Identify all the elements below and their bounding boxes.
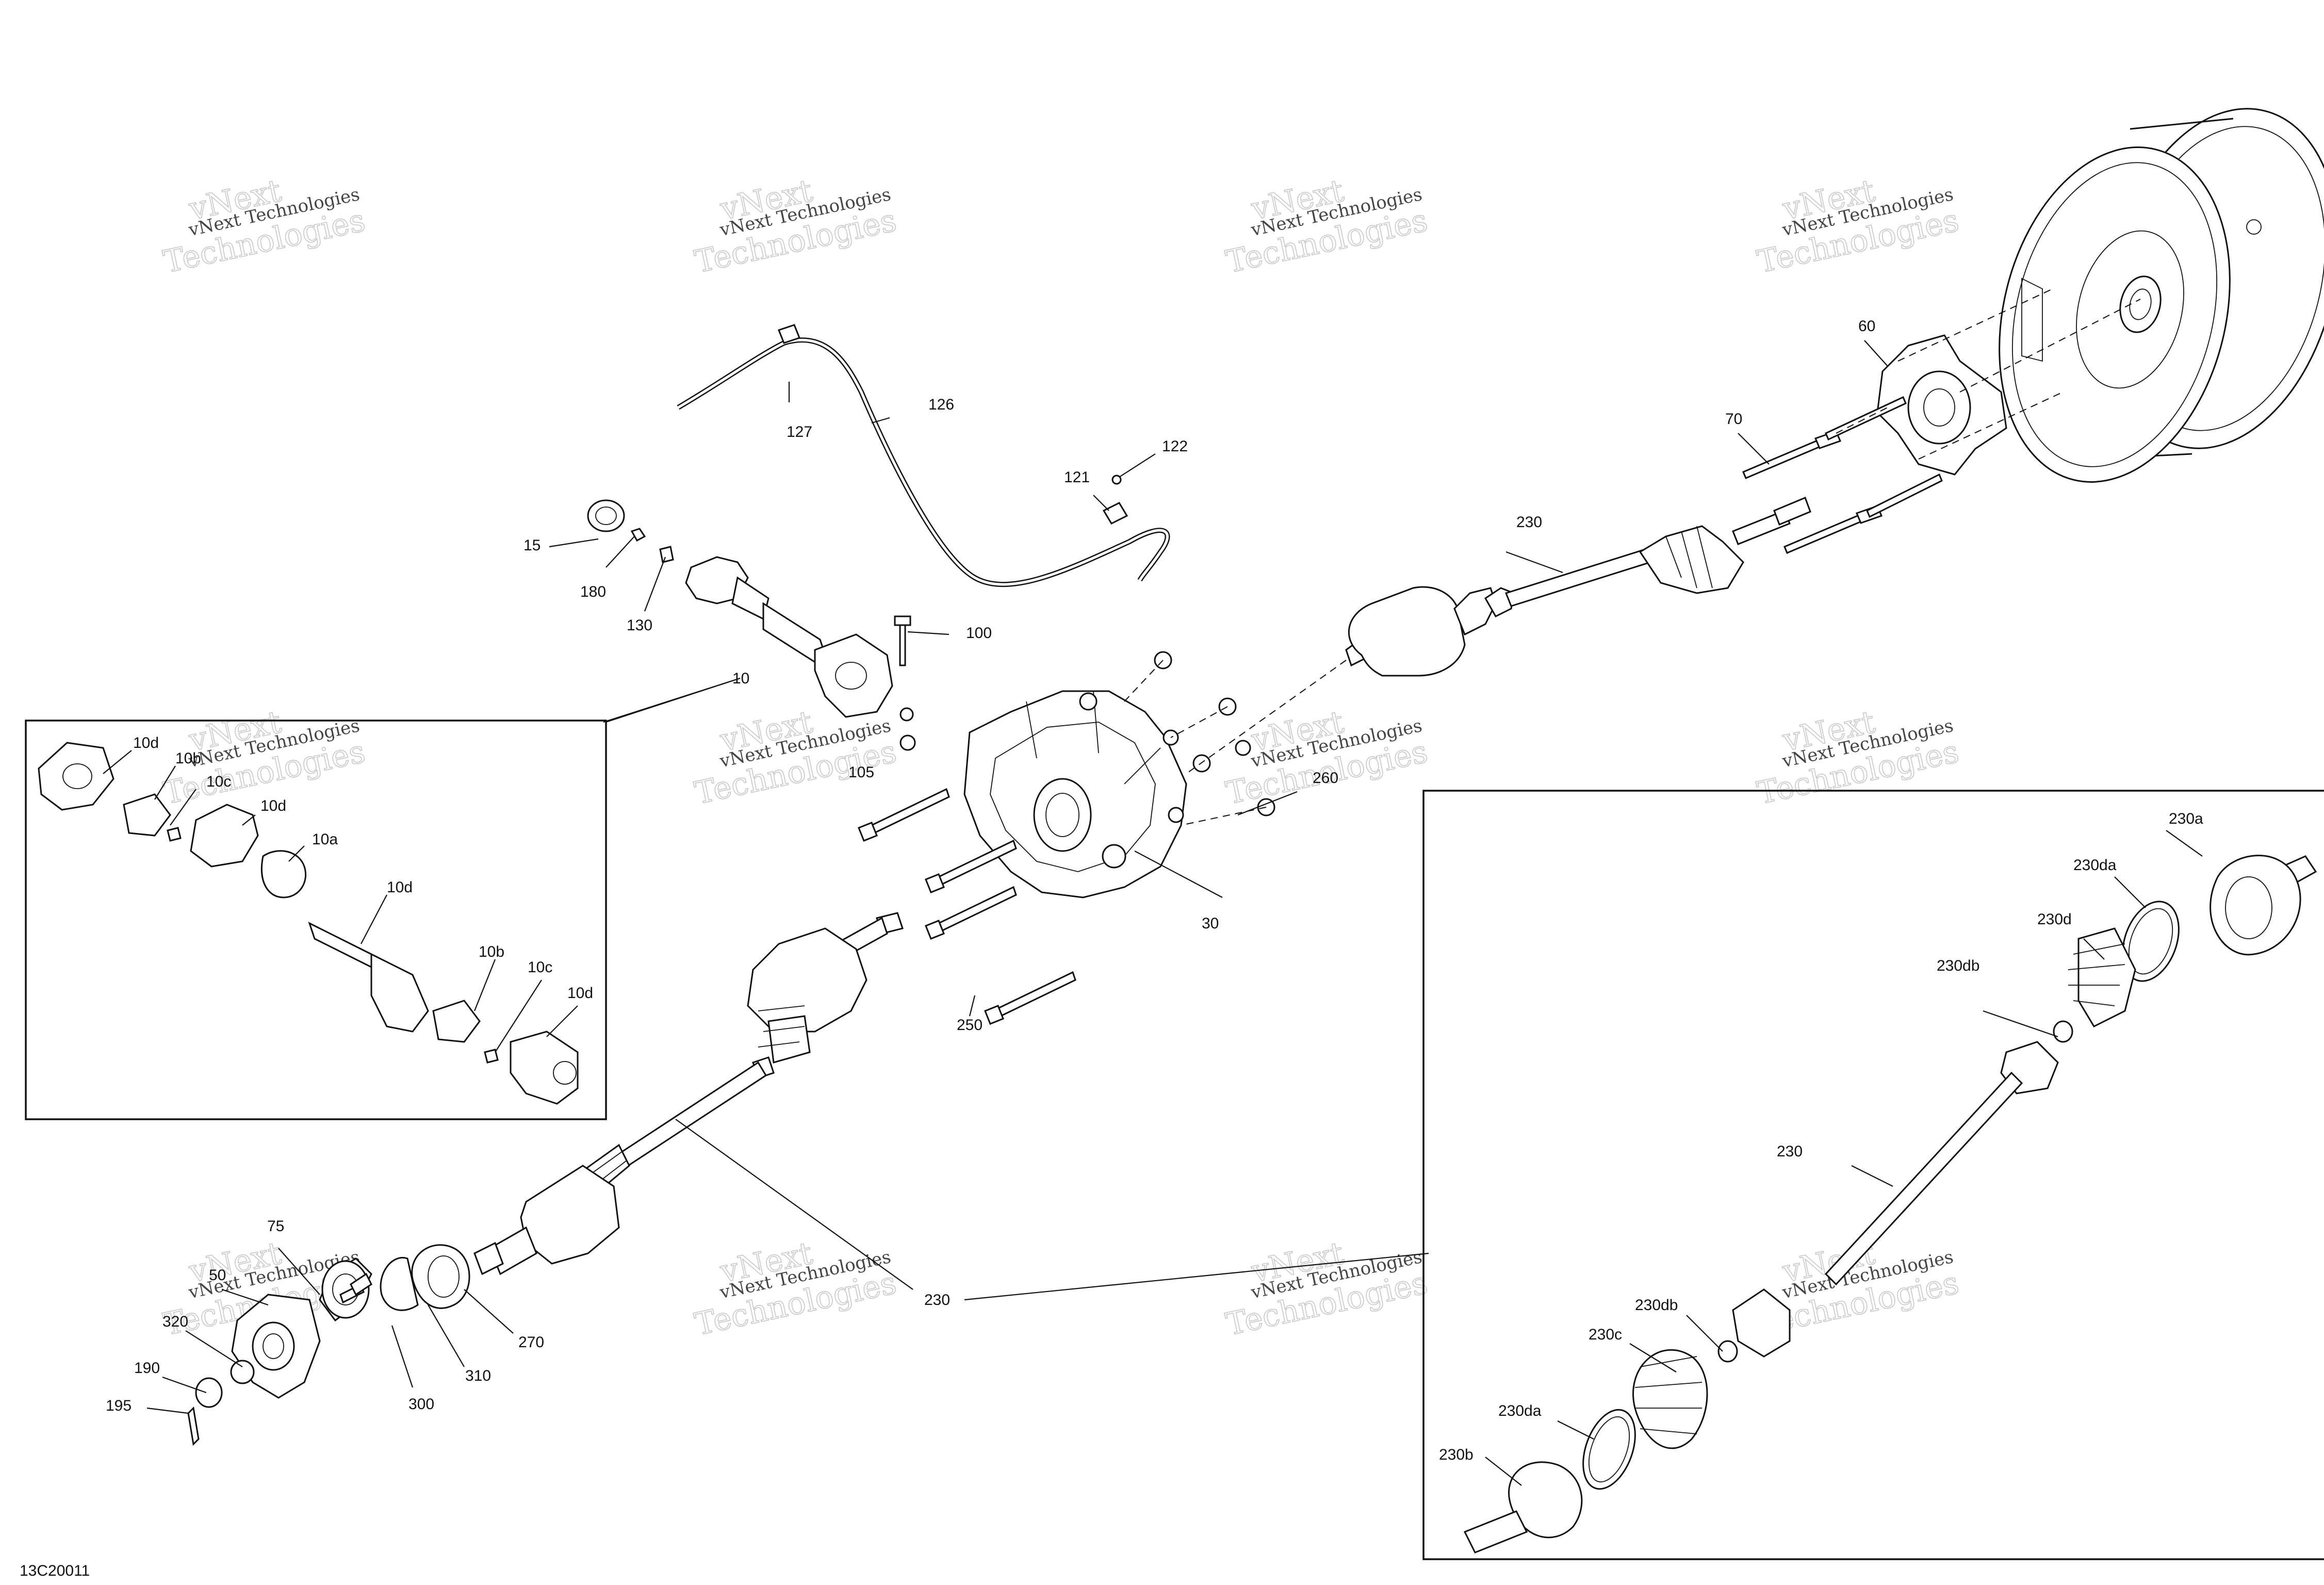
callout-70: 70: [1725, 411, 1742, 428]
callout-130: 130: [627, 617, 652, 634]
inset-cv-axle-detail: [1422, 790, 2324, 1560]
callout-50: 50: [209, 1267, 226, 1284]
callout-320: 320: [162, 1313, 188, 1330]
leader-lines: [146, 340, 1888, 1414]
callout-310: 310: [465, 1367, 491, 1384]
callout-122: 122: [1162, 438, 1188, 455]
callout-labels: 126 127 122 121 15 180 130 100 10 105 26…: [20, 318, 2203, 1579]
callout-10d-c: 10d: [387, 879, 413, 896]
drive-shaft-upper: [1345, 497, 1811, 677]
callout-10c-b: 10c: [528, 959, 552, 976]
prop-shaft: [587, 499, 914, 722]
watermark: vNext vNext Technologies Technologies: [691, 1235, 900, 1343]
wheel-studs: [1742, 396, 1943, 554]
callout-60: 60: [1858, 318, 1875, 335]
differential-housing: [963, 690, 1187, 898]
callout-75: 75: [267, 1218, 284, 1235]
callout-10c-a: 10c: [206, 773, 231, 790]
callout-10d-d: 10d: [567, 985, 593, 1002]
callout-250: 250: [957, 1017, 983, 1034]
callout-190: 190: [134, 1360, 160, 1377]
callout-195: 195: [106, 1397, 132, 1414]
drive-shaft-lower: [473, 912, 904, 1276]
callout-121: 121: [1064, 469, 1090, 486]
callout-100: 100: [966, 625, 992, 642]
callout-105: 105: [848, 764, 874, 781]
callout-10d-b: 10d: [260, 797, 286, 814]
callout-10: 10: [732, 670, 749, 687]
callout-230b: 230b: [1439, 1446, 1474, 1463]
watermark: vNext vNext Technologies Technologies: [1754, 704, 1962, 812]
callout-127: 127: [787, 423, 812, 440]
vent-hose: [677, 324, 1170, 587]
callout-126: 126: [928, 396, 954, 413]
callout-10b-a: 10b: [175, 750, 201, 767]
watermark: vNext vNext Technologies Technologies: [1222, 172, 1431, 281]
callout-230a: 230a: [2169, 810, 2203, 827]
document-id: 13C20011: [20, 1562, 90, 1579]
callout-230db-a: 230db: [1937, 957, 1979, 974]
callout-230-upper: 230: [1516, 514, 1542, 531]
callout-30: 30: [1202, 915, 1219, 932]
callout-10a: 10a: [312, 831, 338, 848]
watermark-group: vNext vNext Technologies Technologies vN…: [160, 172, 1962, 1343]
hub-bearing-assembly: [187, 1244, 470, 1446]
watermark: vNext vNext Technologies Technologies: [1222, 1235, 1431, 1343]
callout-270: 270: [518, 1334, 544, 1351]
watermark: vNext vNext Technologies Technologies: [160, 172, 369, 281]
callout-15: 15: [523, 537, 541, 554]
watermark: vNext vNext Technologies Technologies: [691, 172, 900, 281]
watermark: vNext vNext Technologies Technologies: [1754, 172, 1962, 281]
wheel-hub: [1876, 288, 2141, 476]
differential-bolts: [858, 651, 1347, 1025]
callout-230-inset: 230: [1777, 1143, 1803, 1160]
callout-230db-b: 230db: [1635, 1297, 1678, 1314]
watermark: vNext vNext Technologies Technologies: [1754, 1235, 1962, 1343]
callout-180: 180: [580, 583, 606, 600]
callout-230d: 230d: [2037, 911, 2072, 928]
inset-prop-shaft-detail: [25, 677, 741, 1120]
callout-10d-a: 10d: [133, 734, 159, 751]
callout-10b-b: 10b: [479, 943, 504, 960]
callout-260: 260: [1313, 770, 1338, 787]
callout-300: 300: [408, 1396, 434, 1413]
callout-230c: 230c: [1589, 1326, 1622, 1343]
callout-230da-b: 230da: [1498, 1402, 1542, 1419]
wheel-rim: [1999, 108, 2324, 483]
callout-230da-a: 230da: [2073, 857, 2117, 874]
callout-230-lower: 230: [924, 1292, 950, 1309]
